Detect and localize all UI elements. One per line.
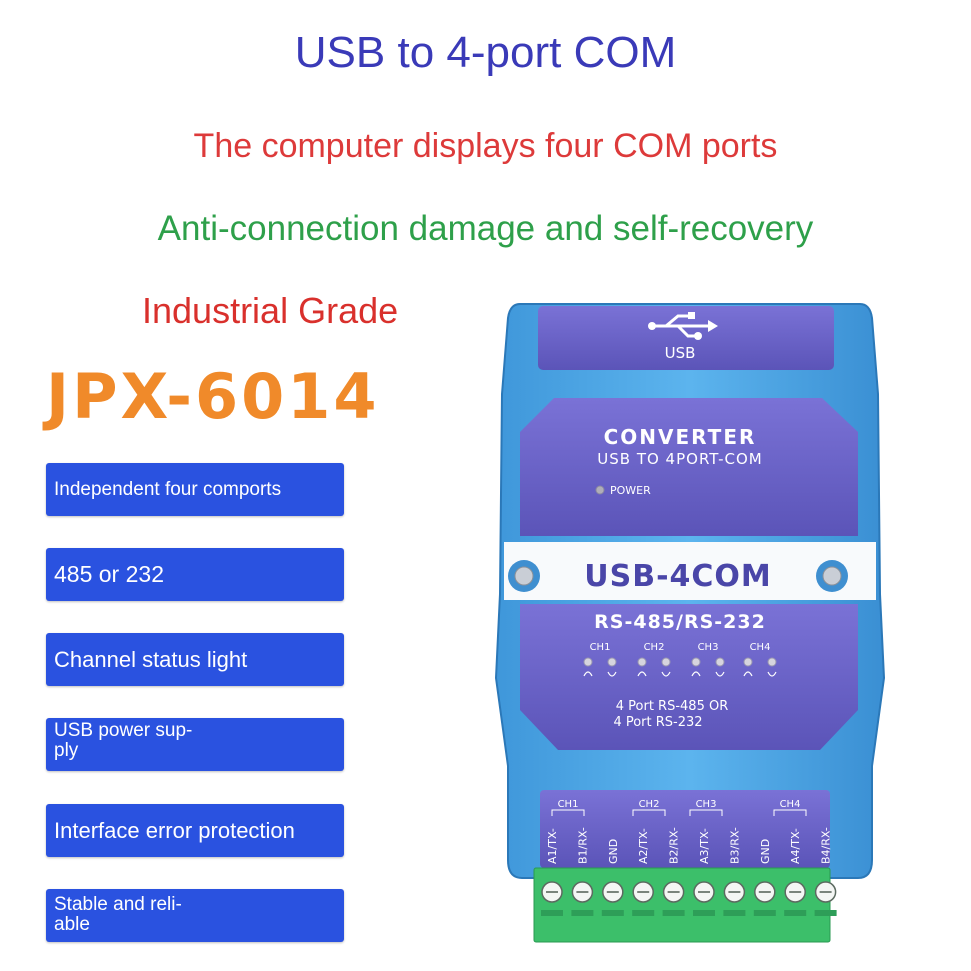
pin-label: B2/RX- — [668, 827, 681, 864]
converter-label: CONVERTER — [604, 425, 757, 449]
usb-label: USB — [665, 344, 696, 362]
feature-label: Independent four comports — [54, 478, 282, 500]
terminal-ridge — [753, 910, 776, 916]
feature-independent-ports: Independent four comports — [46, 463, 344, 516]
channel-panel — [520, 604, 858, 750]
converter-subtitle: USB TO 4PORT-COM — [597, 450, 762, 468]
rs-label: RS-485/RS-232 — [594, 611, 766, 633]
terminal-ch3: CH3 — [696, 799, 717, 810]
pin-label: A3/TX- — [698, 828, 711, 864]
pin-label: B1/RX- — [576, 827, 589, 864]
terminal-ridge — [601, 910, 624, 916]
name-band — [504, 542, 876, 600]
feature-status-light: Channel status light — [46, 633, 344, 686]
terminal-ridge — [632, 910, 655, 916]
feature-stable-reliable: Stable and reli- able — [46, 889, 344, 942]
terminal-ch4: CH4 — [780, 799, 801, 810]
feature-error-protection: Interface error protection — [46, 804, 344, 857]
converter-device: USB CONVERTER USB TO 4PORT-COM POWER USB… — [494, 303, 886, 943]
headline-protection: Anti-connection damage and self-recovery — [157, 209, 814, 248]
feature-label: 485 or 232 — [54, 561, 164, 588]
terminal-ch2: CH2 — [639, 799, 660, 810]
pin-label: B3/RX- — [728, 827, 741, 864]
channel-leds — [583, 657, 777, 667]
feature-label: USB power sup- ply — [54, 720, 193, 761]
terminal-ridge — [662, 910, 685, 916]
pin-label: GND — [607, 839, 620, 864]
terminal-ridge — [814, 910, 837, 916]
converter-panel — [520, 398, 858, 536]
port-note-line1: 4 Port RS-485 OR — [616, 699, 729, 714]
terminal-ridge — [541, 910, 563, 916]
headline-display-ports: The computer displays four COM ports — [193, 127, 778, 165]
terminal-ch1: CH1 — [558, 799, 579, 810]
model-number: JPX-6014 — [46, 360, 380, 433]
power-label: POWER — [610, 484, 651, 497]
feature-usb-power: USB power sup- ply — [46, 718, 344, 771]
feature-label: Stable and reli- able — [54, 894, 182, 935]
pin-label: GND — [759, 839, 772, 864]
pin-label: A4/TX- — [789, 828, 802, 864]
feature-label: Channel status light — [54, 646, 248, 672]
usb-panel — [538, 306, 834, 370]
terminal-ridge — [784, 910, 807, 916]
terminal-ridge — [693, 910, 715, 916]
device-name: USB-4COM — [584, 559, 772, 594]
feature-label: Interface error protection — [54, 817, 295, 843]
channel-label-ch3: CH3 — [698, 642, 719, 653]
headline-grade: Industrial Grade — [142, 290, 399, 331]
led-arc-icons — [583, 671, 777, 677]
channel-label-ch4: CH4 — [750, 642, 771, 653]
power-led — [595, 485, 605, 495]
feature-485-or-232: 485 or 232 — [46, 548, 344, 601]
headline-title: USB to 4-port COM — [294, 28, 677, 77]
terminal-label-strip — [540, 790, 830, 868]
port-note-line2: 4 Port RS-232 — [613, 715, 702, 730]
usb-icon — [652, 314, 710, 338]
channel-label-ch2: CH2 — [644, 642, 665, 653]
pin-label: A1/TX- — [546, 828, 559, 864]
pin-label: A2/TX- — [637, 828, 650, 864]
pin-label: B4/RX- — [820, 827, 833, 864]
terminal-ridge — [571, 910, 594, 916]
terminal-block — [533, 867, 831, 943]
terminal-ridge — [723, 910, 746, 916]
channel-label-ch1: CH1 — [590, 642, 611, 653]
